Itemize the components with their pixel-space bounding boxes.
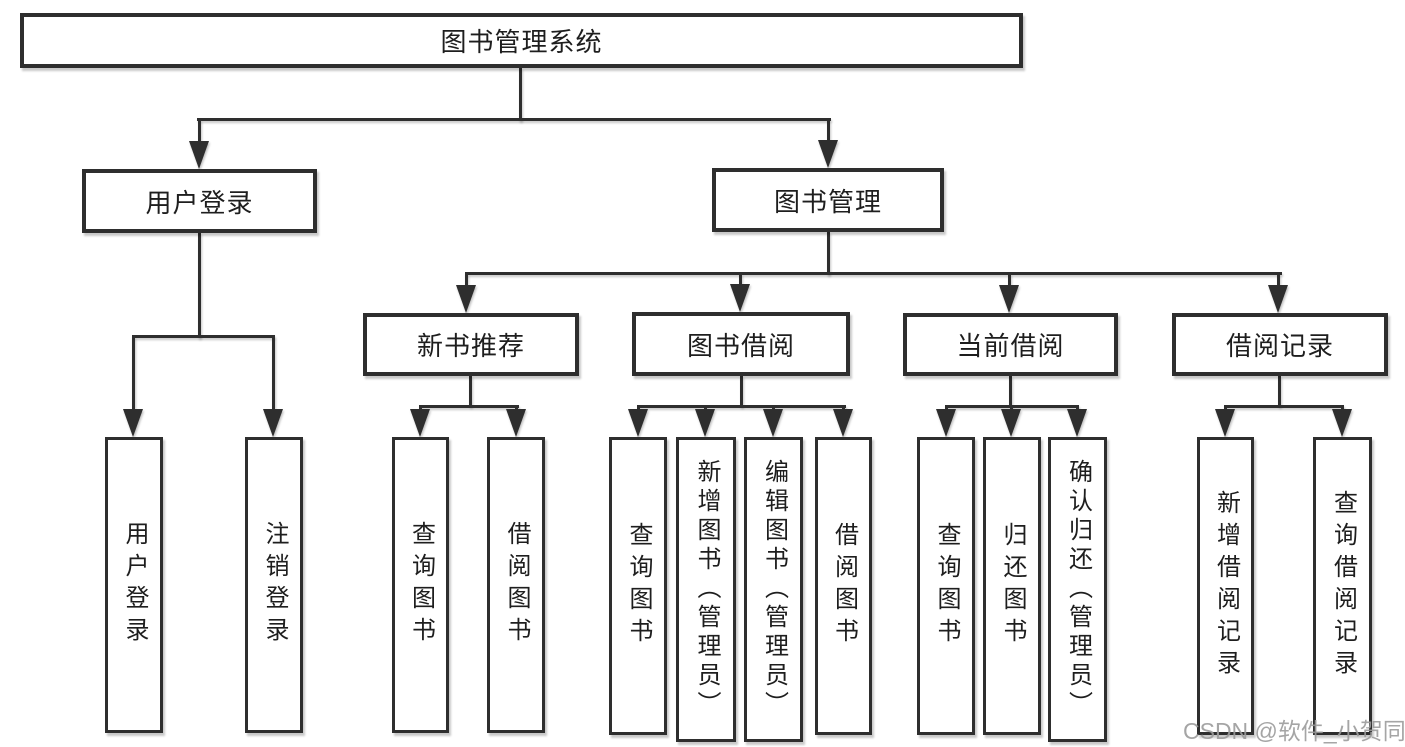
- node-book-borrowing: 图书借阅: [632, 312, 850, 376]
- node-current-borrowing-label: 当前借阅: [956, 331, 1065, 361]
- connector-line: [1224, 405, 1344, 408]
- connector-line: [945, 405, 1079, 408]
- connector-line: [132, 337, 135, 412]
- connector-line: [739, 274, 742, 288]
- connector-line: [519, 68, 522, 121]
- connector-line: [465, 272, 1282, 275]
- arrowhead: [1215, 409, 1235, 437]
- connector-line: [637, 405, 846, 408]
- leaf-return-books: 归还图书: [983, 437, 1041, 735]
- leaf-borrow-books-recommend-label: 借阅图书: [503, 521, 530, 649]
- node-new-book-recommend: 新书推荐: [363, 313, 579, 376]
- leaf-borrow-books-borrowing-label: 借阅图书: [830, 522, 858, 650]
- csdn-watermark: CSDN @软件_小贺同学: [1183, 718, 1405, 744]
- leaf-query-books-current: 查询图书: [917, 437, 975, 735]
- leaf-add-borrow-record: 新增借阅记录: [1197, 437, 1254, 735]
- leaf-logout: 注销登录: [245, 437, 303, 733]
- node-root-label: 图书管理系统: [440, 27, 603, 57]
- arrowhead: [695, 409, 715, 437]
- connector-line: [197, 118, 831, 121]
- arrowhead: [1332, 409, 1352, 437]
- connector-line: [198, 120, 201, 144]
- arrowhead: [456, 285, 476, 313]
- arrowhead: [833, 409, 853, 437]
- leaf-query-books-recommend-label: 查询图书: [407, 521, 435, 649]
- arrowhead: [1268, 285, 1288, 313]
- leaf-confirm-return-admin-label: 确认归还（管理员）: [1064, 459, 1092, 720]
- leaf-query-books-recommend: 查询图书: [392, 437, 449, 733]
- arrowhead: [936, 409, 956, 437]
- connector-line: [469, 376, 472, 407]
- leaf-user-login-label: 用户登录: [121, 521, 148, 649]
- node-user-login: 用户登录: [82, 169, 317, 233]
- arrowhead: [999, 285, 1019, 313]
- leaf-query-books-borrowing-label: 查询图书: [625, 522, 652, 650]
- connector-line: [827, 232, 830, 275]
- arrowhead: [189, 141, 209, 169]
- arrowhead: [506, 409, 526, 437]
- leaf-confirm-return-admin: 确认归还（管理员）: [1048, 437, 1107, 742]
- leaf-add-book-admin-label: 新增图书（管理员）: [693, 459, 720, 720]
- arrowhead: [730, 284, 750, 312]
- connector-line: [1008, 274, 1011, 288]
- arrowhead: [628, 409, 648, 437]
- leaf-query-borrow-record-label: 查询借阅记录: [1329, 490, 1357, 682]
- arrowhead: [763, 409, 783, 437]
- arrowhead: [123, 409, 143, 437]
- node-borrowing-records: 借阅记录: [1172, 313, 1388, 376]
- node-borrowing-records-label: 借阅记录: [1225, 331, 1334, 361]
- leaf-user-login: 用户登录: [105, 437, 163, 733]
- node-root: 图书管理系统: [20, 13, 1023, 68]
- leaf-return-books-label: 归还图书: [999, 522, 1026, 650]
- leaf-add-borrow-record-label: 新增借阅记录: [1212, 490, 1240, 682]
- arrowhead: [263, 409, 283, 437]
- leaf-edit-book-admin-label: 编辑图书（管理员）: [760, 459, 788, 720]
- node-current-borrowing: 当前借阅: [903, 313, 1118, 376]
- leaf-logout-label: 注销登录: [261, 521, 288, 649]
- node-book-borrowing-label: 图书借阅: [686, 330, 795, 361]
- leaf-borrow-books-borrowing: 借阅图书: [815, 437, 872, 735]
- leaf-add-book-admin: 新增图书（管理员）: [676, 437, 736, 742]
- connector-line: [1009, 376, 1012, 407]
- connector-line: [272, 337, 275, 412]
- connector-line: [1278, 376, 1281, 407]
- node-new-book-recommend-label: 新书推荐: [416, 331, 525, 361]
- connector-line: [198, 233, 201, 338]
- connector-line: [419, 405, 519, 408]
- connector-line: [132, 335, 275, 338]
- leaf-edit-book-admin: 编辑图书（管理员）: [744, 437, 803, 742]
- leaf-borrow-books-recommend: 借阅图书: [487, 437, 545, 733]
- connector-line: [465, 274, 468, 288]
- connector-line: [1277, 274, 1280, 288]
- leaf-query-books-current-label: 查询图书: [933, 522, 960, 650]
- arrowhead: [1001, 409, 1021, 437]
- node-book-management-label: 图书管理: [773, 186, 882, 217]
- leaf-query-books-borrowing: 查询图书: [609, 437, 667, 735]
- arrowhead: [1067, 409, 1087, 437]
- arrowhead: [410, 409, 430, 437]
- connector-line: [827, 120, 830, 143]
- node-user-login-label: 用户登录: [145, 187, 254, 218]
- leaf-query-borrow-record: 查询借阅记录: [1313, 437, 1372, 735]
- connector-line: [740, 376, 743, 407]
- node-book-management: 图书管理: [712, 168, 944, 232]
- arrowhead: [818, 140, 838, 168]
